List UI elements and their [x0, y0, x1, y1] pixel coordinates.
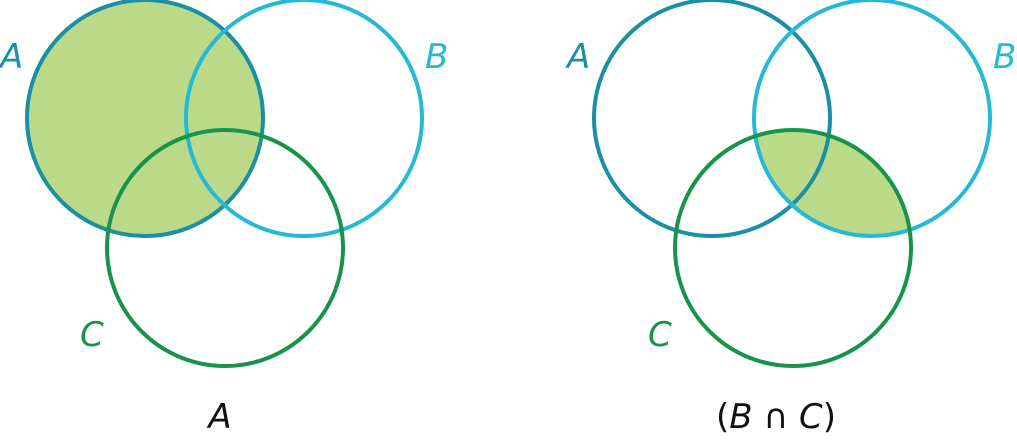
- caption-first-set: B: [729, 397, 753, 437]
- set-label-a: A: [565, 37, 590, 77]
- caption-left: A: [208, 400, 231, 434]
- caption-close: ): [822, 397, 837, 437]
- circle-a: [592, 0, 832, 238]
- set-label-b: B: [993, 37, 1016, 77]
- circle-b: [752, 0, 992, 238]
- caption-operator: ∩: [752, 397, 800, 437]
- caption-first-set: A: [208, 397, 232, 437]
- caption-right: (B ∩ C): [716, 400, 836, 434]
- caption-second-set: C: [799, 397, 823, 437]
- venn-diagram-set-a: A B C: [0, 0, 448, 368]
- circle-c: [673, 128, 913, 368]
- set-label-c: C: [80, 315, 104, 355]
- set-label-a: A: [0, 37, 23, 77]
- set-label-c: C: [648, 315, 672, 355]
- circle-a: [25, 0, 265, 238]
- caption-open: (: [715, 397, 730, 437]
- set-label-b: B: [425, 37, 448, 77]
- venn-diagram-b-intersect-c: A B C: [565, 0, 1016, 368]
- circle-b: [184, 0, 424, 238]
- shaded-region-b-intersect-c: [754, 130, 911, 236]
- circle-c: [105, 128, 345, 368]
